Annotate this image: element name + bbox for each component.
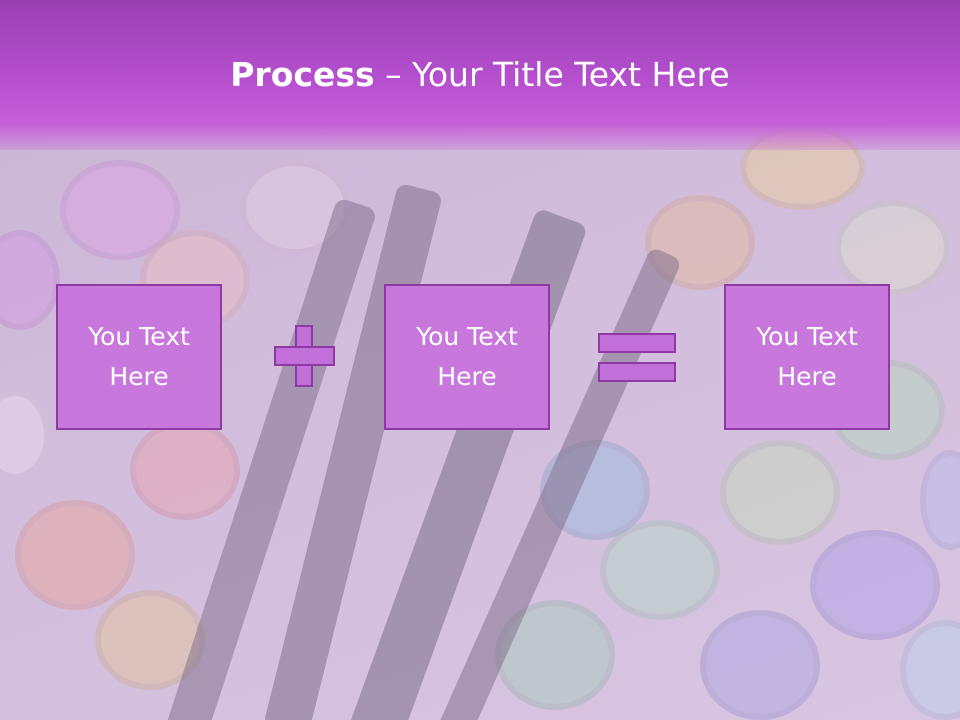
box-text-line1: You Text bbox=[416, 322, 518, 351]
eyeshadow-well bbox=[810, 530, 940, 640]
process-box-1[interactable]: You Text Here bbox=[56, 284, 222, 430]
eyeshadow-well bbox=[835, 200, 950, 295]
eyeshadow-well bbox=[920, 450, 960, 550]
box-text-line1: You Text bbox=[88, 322, 190, 351]
plus-icon-center bbox=[297, 348, 311, 364]
slide-title-rest: – Your Title Text Here bbox=[374, 55, 730, 94]
eyeshadow-well bbox=[15, 500, 135, 610]
box-text-line2: Here bbox=[777, 362, 837, 391]
eyeshadow-well bbox=[720, 440, 840, 545]
equals-icon-bottom-bar bbox=[598, 362, 676, 382]
process-box-2[interactable]: You Text Here bbox=[384, 284, 550, 430]
slide-title: Process – Your Title Text Here bbox=[0, 52, 960, 98]
process-box-3[interactable]: You Text Here bbox=[724, 284, 890, 430]
title-bar bbox=[0, 0, 960, 150]
box-text-line1: You Text bbox=[756, 322, 858, 351]
box-text-line2: Here bbox=[109, 362, 169, 391]
equals-icon-top-bar bbox=[598, 333, 676, 353]
slide-title-bold: Process bbox=[230, 55, 375, 94]
eyeshadow-well bbox=[600, 520, 720, 620]
eyeshadow-well bbox=[130, 420, 240, 520]
eyeshadow-well bbox=[700, 610, 820, 720]
box-text-line2: Here bbox=[437, 362, 497, 391]
